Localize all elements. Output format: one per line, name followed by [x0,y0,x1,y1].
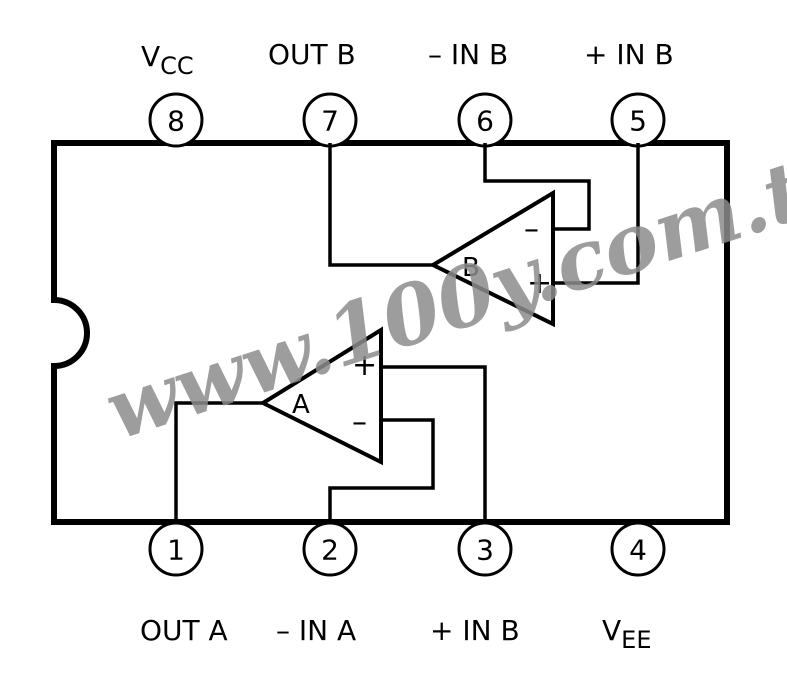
pin-8: 8 [148,92,204,148]
op-amp-a-plus: + [352,348,377,383]
op-amp-b-minus: – [524,212,539,247]
pin-6-label: – IN B [428,38,508,71]
wire-out-a [174,401,263,522]
op-amp-a-minus: – [352,405,367,440]
pin-1: 1 [148,521,204,577]
op-amp-a-triangle [258,326,383,466]
op-amp-a-label: A [292,390,310,420]
pin-1-number: 1 [167,534,185,567]
pin-2-label: – IN A [276,614,356,647]
pin-5-number: 5 [629,105,647,138]
op-amp-a: A + – [258,326,383,466]
wire-minus-in-a [328,418,435,522]
op-amp-b-plus: + [527,266,552,301]
pin-3-label: + IN B [430,614,520,647]
wire-out-b [328,143,433,267]
pin-4: 4 [610,521,666,577]
pin-5: 5 [610,92,666,148]
wire-plus-in-a [381,365,487,522]
pin-8-number: 8 [167,105,185,138]
pin-6-number: 6 [476,105,494,138]
pin-7-label: OUT B [268,38,356,71]
pin-7-number: 7 [321,105,339,138]
wire-minus-in-b [483,143,591,231]
ic-package-outline [51,140,730,525]
pin-6: 6 [457,92,513,148]
pin-8-label: VCC [141,40,194,80]
pin-2: 2 [302,521,358,577]
pin-7: 7 [302,92,358,148]
pin-4-number: 4 [629,534,647,567]
op-amp-b-label: B [462,253,480,283]
watermark: www.100y.com.tw [95,120,787,459]
wire-plus-in-b [553,143,640,285]
pin-2-number: 2 [321,534,339,567]
pin-4-label: VEE [602,614,651,654]
op-amp-b-triangle [428,189,555,328]
pin-3: 3 [457,521,513,577]
op-amp-b: B – + [428,189,555,328]
pin-1-label: OUT A [140,614,228,647]
wiring [174,143,640,522]
pin-5-label: + IN B [584,38,674,71]
pin-3-number: 3 [476,534,494,567]
